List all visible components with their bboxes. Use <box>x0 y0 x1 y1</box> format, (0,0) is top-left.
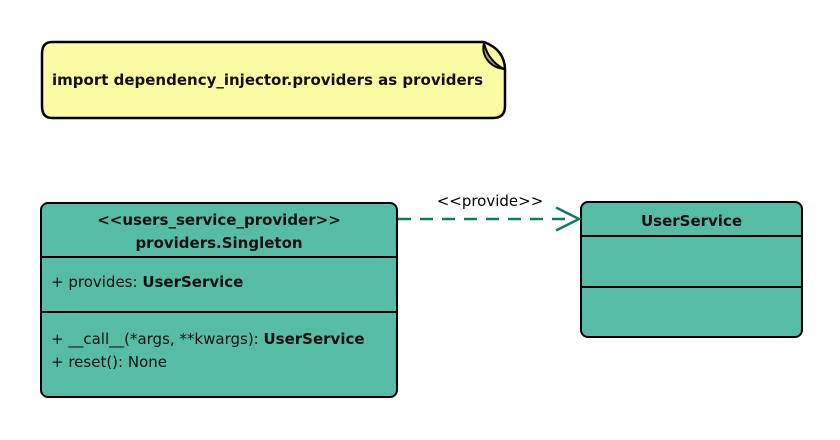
class-methods-compartment: + __call__(*args, **kwargs): UserService… <box>42 313 396 374</box>
attribute-type: UserService <box>142 273 244 291</box>
class-stereotype: <<users_service_provider>> <box>97 211 341 229</box>
class-methods-compartment <box>582 288 801 334</box>
provide-arrow <box>398 206 582 232</box>
class-header: UserService <box>582 203 801 237</box>
method-reset: + reset(): None <box>51 351 387 374</box>
note-text: import dependency_injector.providers as … <box>52 71 484 89</box>
attribute-text: + provides: <box>51 273 143 291</box>
method-call: + __call__(*args, **kwargs): UserService <box>51 328 387 351</box>
note: import dependency_injector.providers as … <box>40 40 507 120</box>
class-name: providers.Singleton <box>135 234 303 252</box>
class-header: <<users_service_provider>> providers.Sin… <box>42 204 396 258</box>
class-users-service-provider: <<users_service_provider>> providers.Sin… <box>40 202 398 398</box>
attribute-provides: + provides: UserService <box>51 271 387 294</box>
note-fold-corner-icon <box>482 42 505 70</box>
class-user-service: UserService <box>580 201 803 338</box>
class-attributes-compartment: + provides: UserService <box>42 258 396 313</box>
note-shape <box>40 40 507 120</box>
provide-arrow-label: <<provide>> <box>436 192 544 210</box>
method-text: + reset(): None <box>51 353 167 371</box>
arrow-open-head-icon <box>555 206 582 232</box>
method-return-type: UserService <box>263 330 365 348</box>
class-name: UserService <box>640 212 743 230</box>
class-attributes-compartment <box>582 237 801 288</box>
method-text: + __call__(*args, **kwargs): <box>51 330 264 348</box>
note-body <box>40 40 507 120</box>
